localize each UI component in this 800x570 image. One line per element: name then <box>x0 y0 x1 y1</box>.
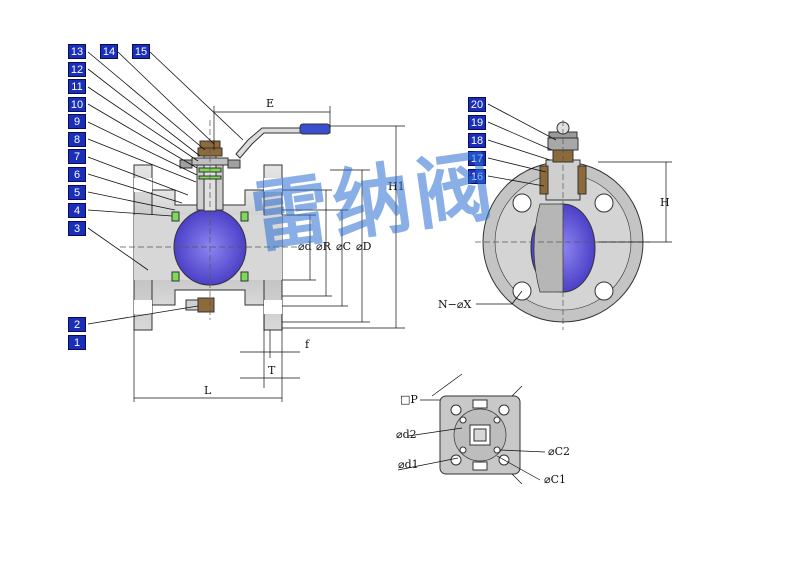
callout-11: 11 <box>68 79 86 94</box>
end-view <box>475 120 650 330</box>
callout-15: 15 <box>132 44 150 59</box>
dim-P: □P <box>400 393 418 406</box>
drain-plug <box>197 297 215 313</box>
dim-E: E <box>266 97 275 110</box>
callout-leaders-right <box>476 103 557 305</box>
dim-T: T <box>268 364 276 377</box>
side-section-view <box>120 120 331 331</box>
dimension-lines-left <box>133 106 405 402</box>
seat-lower-right <box>240 271 249 282</box>
callout-4: 4 <box>68 203 86 218</box>
callout-5: 5 <box>68 185 86 200</box>
callout-14: 14 <box>100 44 118 59</box>
dim-d: ⌀d <box>298 240 312 253</box>
callout-12: 12 <box>68 62 86 77</box>
dimension-lines-right <box>598 161 672 243</box>
dim-H1: H1 <box>388 180 405 193</box>
dim-d2: ⌀d2 <box>396 428 417 441</box>
callout-7: 7 <box>68 149 86 164</box>
callout-16: 16 <box>468 169 486 184</box>
dim-NX: N−⌀X <box>438 298 472 311</box>
callout-10: 10 <box>68 97 86 112</box>
callout-2: 2 <box>68 317 86 332</box>
dim-R: ⌀R <box>316 240 331 253</box>
dim-D: ⌀D <box>356 240 372 253</box>
callout-8: 8 <box>68 132 86 147</box>
callout-leaders-left <box>87 51 244 325</box>
dim-d1: ⌀d1 <box>398 458 419 471</box>
callout-20: 20 <box>468 97 486 112</box>
dim-H: H <box>660 196 670 209</box>
bolt-hole-tr <box>594 193 614 213</box>
dim-L: L <box>204 384 212 397</box>
dim-C2: ⌀C2 <box>548 445 571 458</box>
dimension-lines-bottom <box>397 373 546 485</box>
bolt-hole-tl <box>512 193 532 213</box>
callout-18: 18 <box>468 133 486 148</box>
callout-19: 19 <box>468 115 486 130</box>
bolt-hole-br <box>594 281 614 301</box>
dim-C: ⌀C <box>336 240 352 253</box>
seat-lower-left <box>171 271 180 282</box>
handle-grip <box>299 123 331 135</box>
seat-upper-left <box>171 211 180 222</box>
dim-C1: ⌀C1 <box>544 473 567 486</box>
callout-17: 17 <box>468 151 486 166</box>
seat-upper-right <box>240 211 249 222</box>
callout-3: 3 <box>68 221 86 236</box>
mounting-pad-view <box>439 395 521 475</box>
callout-13: 13 <box>68 44 86 59</box>
dim-f: f <box>305 338 310 351</box>
callout-6: 6 <box>68 167 86 182</box>
callout-9: 9 <box>68 114 86 129</box>
callout-1: 1 <box>68 335 86 350</box>
